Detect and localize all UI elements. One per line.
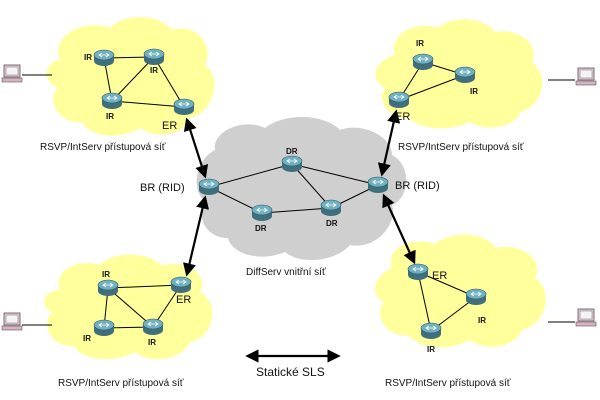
cloud-bottom-left bbox=[44, 254, 213, 360]
network-caption: RSVP/IntServ přístupová síť bbox=[40, 142, 166, 153]
router-label: DR bbox=[255, 224, 267, 233]
cloud-top-left bbox=[46, 16, 215, 136]
router-icon bbox=[281, 155, 303, 173]
sls-arrow-top-right bbox=[377, 109, 401, 177]
router-icon bbox=[97, 279, 119, 297]
cloud-bottom-right bbox=[375, 234, 546, 348]
router-label: IR bbox=[102, 270, 110, 279]
router-icon bbox=[465, 288, 487, 306]
sls-arrow-bottom-left bbox=[183, 195, 209, 277]
router-label: IR bbox=[83, 334, 91, 343]
pc-icon bbox=[575, 308, 597, 327]
sls-arrow-bottom-right bbox=[382, 193, 416, 265]
sls-arrow-top-left bbox=[183, 117, 209, 179]
router-icon bbox=[93, 319, 115, 337]
sls-arrows bbox=[183, 109, 416, 363]
pc-icon bbox=[575, 67, 597, 86]
legend-label: Statické SLS bbox=[256, 365, 325, 379]
router-icon bbox=[407, 263, 429, 281]
router-icon bbox=[198, 178, 220, 196]
router-label: ER bbox=[176, 294, 191, 306]
router-label: ER bbox=[162, 120, 177, 132]
router-label: IR bbox=[150, 66, 158, 75]
router-label: IR bbox=[416, 39, 424, 48]
network-caption: RSVP/IntServ přístupová síť bbox=[58, 378, 184, 389]
router-label: IR bbox=[106, 112, 114, 121]
router-icon bbox=[143, 48, 165, 66]
pc-icon bbox=[1, 64, 23, 83]
router-icon bbox=[173, 98, 195, 116]
router-icon bbox=[388, 91, 410, 109]
router-icon bbox=[101, 92, 123, 110]
network-caption: RSVP/IntServ přístupová síť bbox=[385, 378, 511, 389]
router-label: DR bbox=[286, 147, 298, 156]
router-label: IR bbox=[470, 87, 478, 96]
router-label: ER bbox=[395, 111, 410, 123]
router-icon bbox=[454, 66, 476, 84]
router-icon bbox=[251, 204, 273, 222]
router-label: IR bbox=[427, 345, 435, 354]
router-icon bbox=[170, 276, 192, 294]
router-icon bbox=[367, 176, 389, 194]
router-label: IR bbox=[478, 316, 486, 325]
router-label: ER bbox=[432, 270, 447, 282]
pc-icon bbox=[1, 312, 23, 331]
border-router-label: BR (RID) bbox=[140, 182, 185, 194]
router-icon bbox=[420, 322, 442, 340]
router-icon bbox=[412, 53, 434, 71]
router-icon bbox=[320, 199, 342, 217]
router-label: DR bbox=[326, 219, 338, 228]
router-label: IR bbox=[148, 338, 156, 347]
router-icon bbox=[93, 49, 115, 67]
router-icon bbox=[142, 318, 164, 336]
network-caption: RSVP/IntServ přístupová síť bbox=[398, 142, 524, 153]
core-caption: DiffServ vnitřní síť bbox=[246, 267, 326, 278]
border-router-label: BR (RID) bbox=[395, 180, 440, 192]
router-label: IR bbox=[84, 53, 92, 62]
cloud-core bbox=[196, 116, 407, 261]
